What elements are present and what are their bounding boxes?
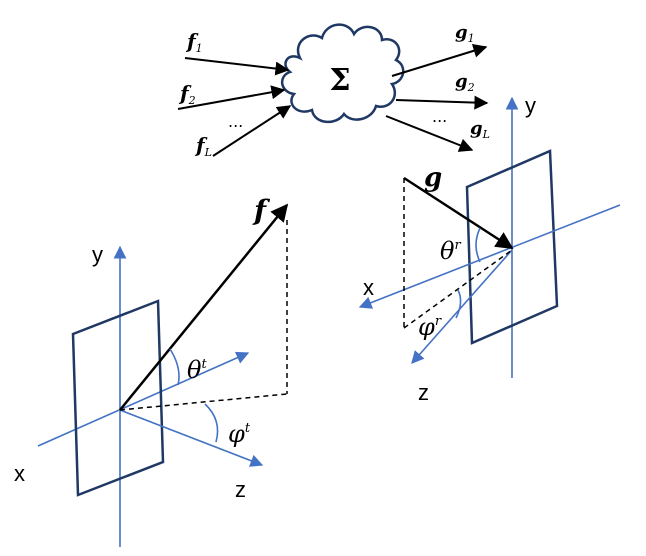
output-arrow-L — [385, 115, 474, 152]
system-outputs: g1 g2 gL ... — [385, 22, 490, 152]
output-label-1: g1 — [455, 22, 475, 45]
output-ellipsis: ... — [432, 107, 447, 126]
right-theta-arc — [475, 227, 481, 263]
system-inputs: f1 f2 fL ... — [177, 29, 292, 159]
right-projection-ground — [403, 249, 513, 329]
input-arrow-2 — [177, 85, 286, 110]
right-z-axis — [411, 249, 513, 364]
left-projection-ground — [119, 393, 288, 411]
output-arrow-1 — [391, 44, 488, 77]
system-block: Σ — [281, 23, 405, 123]
input-label-1: f1 — [185, 29, 203, 55]
right-vector-g — [403, 176, 514, 250]
output-arrow-2 — [395, 95, 489, 110]
right-phi-label: φr — [418, 313, 442, 341]
output-label-L: gL — [470, 118, 490, 141]
system-symbol: Σ — [329, 63, 350, 98]
right-x-label: x — [363, 275, 374, 300]
output-label-2: g2 — [455, 71, 475, 94]
left-frame: y x z f θt φt — [14, 194, 289, 547]
left-phi-arc — [204, 403, 219, 443]
input-label-2: f2 — [178, 81, 196, 107]
input-label-L: fL — [194, 133, 212, 159]
left-theta-label: θt — [187, 356, 207, 384]
right-theta-label: θr — [440, 237, 461, 265]
left-phi-label: φt — [228, 420, 251, 448]
left-x-axis — [37, 351, 250, 447]
right-vector-label: g — [424, 163, 442, 193]
system-cloud — [281, 23, 405, 123]
left-panel — [71, 299, 165, 497]
right-frame: y x z g θr φr — [358, 93, 621, 405]
left-x-label: x — [14, 461, 25, 486]
left-vector-f — [119, 203, 289, 411]
left-vector-label: f — [252, 194, 271, 227]
left-theta-arc — [169, 348, 180, 386]
right-y-label: y — [525, 93, 536, 118]
left-z-label: z — [235, 477, 246, 502]
right-x-axis — [358, 204, 621, 309]
input-arrow-L — [212, 105, 292, 157]
right-panel — [465, 149, 559, 345]
input-ellipsis: ... — [228, 112, 243, 131]
left-z-axis — [119, 409, 264, 467]
left-y-label: y — [92, 242, 103, 267]
right-phi-arc — [455, 289, 462, 319]
input-arrow-1 — [184, 57, 290, 76]
right-z-label: z — [418, 380, 429, 405]
